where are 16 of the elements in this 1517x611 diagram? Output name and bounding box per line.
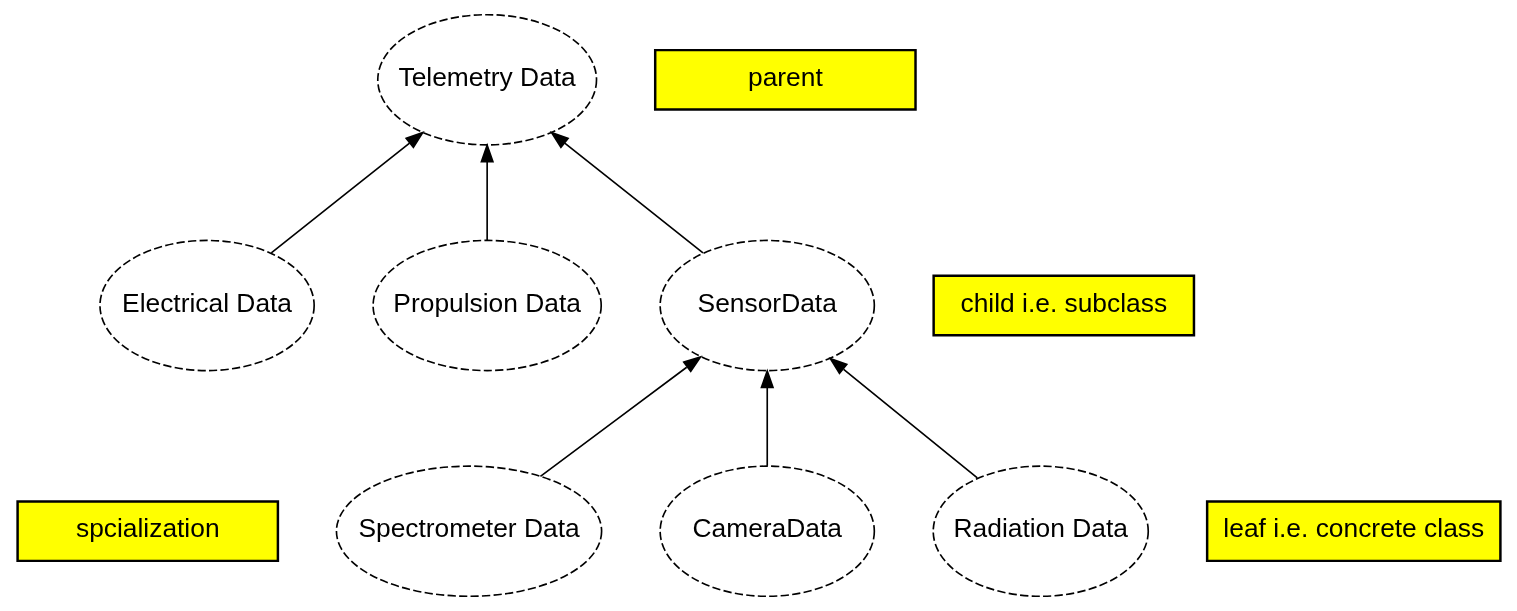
arrow	[479, 142, 494, 241]
node-ellipse: Radiation Data	[931, 465, 1149, 598]
arrow	[539, 355, 702, 478]
node-ellipse: Spectrometer Data	[335, 465, 602, 598]
node-box: leaf i.e. concrete class	[1205, 500, 1502, 563]
node-ellipse: Telemetry Data	[376, 13, 597, 146]
node-ellipse: Propulsion Data	[371, 239, 602, 372]
node-box: spcialization	[15, 500, 279, 563]
node-ellipse: CameraData	[658, 465, 875, 598]
arrow	[827, 356, 978, 479]
node-box: child i.e. subclass	[931, 274, 1195, 337]
node-ellipse: Electrical Data	[98, 239, 315, 372]
node-box: parent	[653, 48, 917, 111]
arrow	[759, 368, 774, 467]
arrow	[549, 131, 704, 254]
arrow	[270, 131, 425, 254]
